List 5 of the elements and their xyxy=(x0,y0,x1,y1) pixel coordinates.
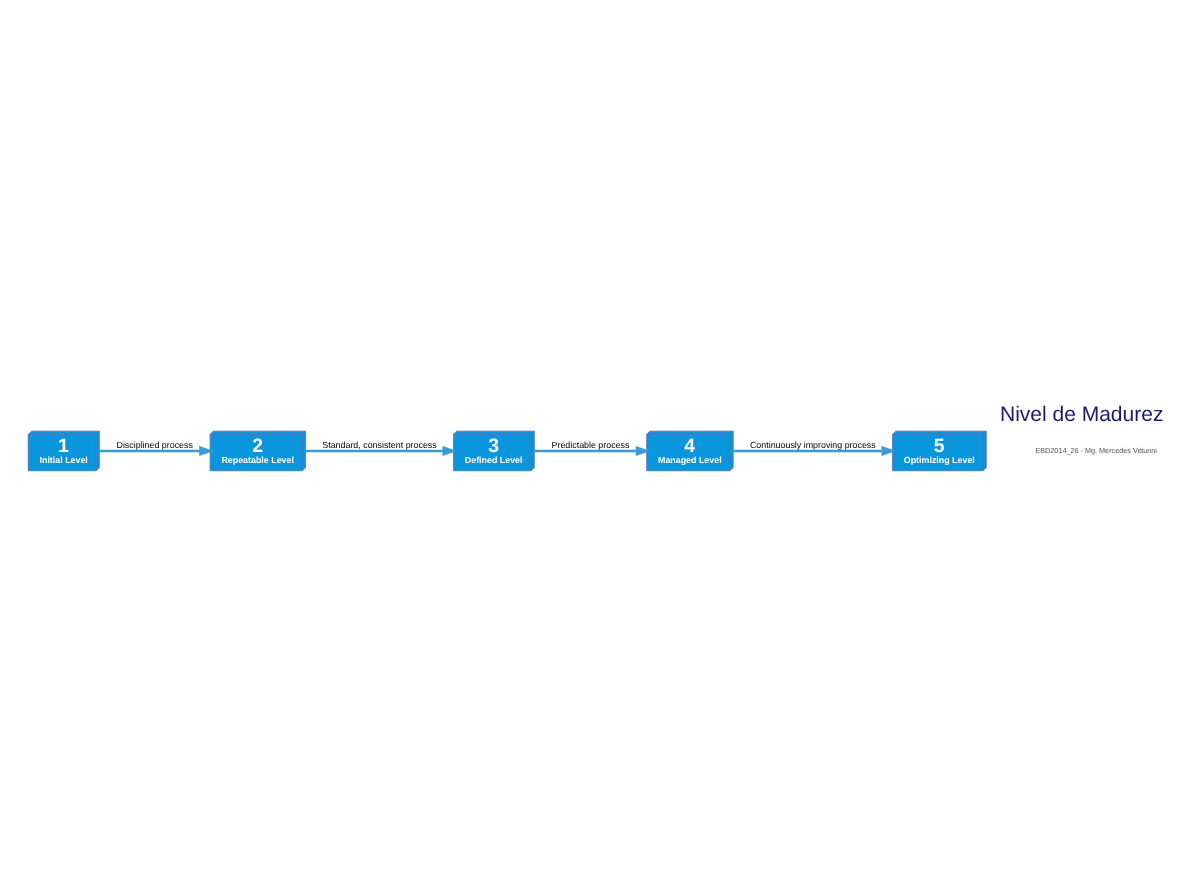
arrow xyxy=(534,445,651,457)
arrow xyxy=(733,445,896,457)
arrow xyxy=(305,445,458,457)
diagram-title: Nivel de Madurez xyxy=(999,403,1164,428)
arrow xyxy=(99,445,214,457)
